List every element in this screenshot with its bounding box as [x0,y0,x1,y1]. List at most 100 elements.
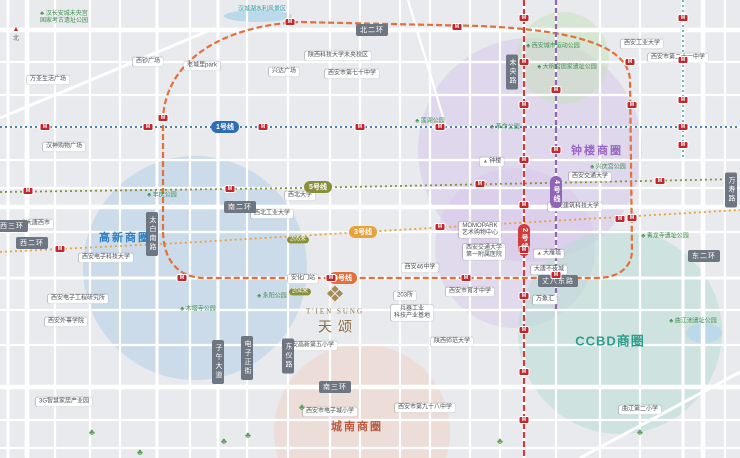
metro-line1-badge: 1号线 [211,121,239,133]
compass: ▲ 北 [6,26,26,42]
tree-icon: ♣ [137,447,143,457]
metro-station-icon: M [677,96,689,104]
metro-station-icon: M [518,58,530,66]
park-label: 永阳公园 [257,293,287,300]
poi-label: 西北工业大学 [250,209,294,219]
road-label-north-2nd-ring: 北二环 [356,24,388,36]
poi-label: 西安市电子城小学 [302,407,358,417]
district-label: 高新商圈 [99,232,151,244]
metro-station-icon: M [434,223,446,231]
metro-station-icon: M [518,292,530,300]
road-label-wanshou-road: 万寿路 [725,172,737,208]
tree-icon: ♣ [245,430,251,440]
metro-station-icon: M [518,101,530,109]
road-label-south-2nd-ring: 南二环 [224,201,256,213]
park-label: 革命公园 [490,124,520,131]
tree-icon: ♣ [497,436,503,446]
park-label: 大明宫国家遗址公园 [537,64,597,71]
metro-station-name: 安化门站 [287,274,319,284]
poi-label: 大唐西市 [22,219,54,229]
poi-label: 西安市第七十中学 [324,69,380,79]
tree-icon: ♣ [221,436,227,446]
metro-line-5 [0,178,740,193]
metro-station-icon: M [54,245,66,253]
park-label: 木塔寺公园 [180,306,216,313]
metro-line5-badge: 5号线 [304,181,332,193]
road-label-weiyang-road: 未央路 [506,54,518,90]
tree-icon: ♣ [299,402,305,412]
metro-station-icon: M [677,14,689,22]
road-label-west-3rd-ring: 西三环 [0,220,28,232]
metro-station-icon: M [434,123,446,131]
poi-label: 万象汇 [532,295,558,305]
poi-label: 西安高新第五小学 [282,341,338,351]
road-label-south-3rd-ring: 南三环 [319,381,351,393]
sports-park-circle [517,12,609,104]
poi-label: 陕西师范大学 [430,337,474,347]
metro-station-icon: M [677,123,689,131]
metro-line-3 [0,209,740,253]
road-label-west-2nd-ring: 西二环 [16,237,48,249]
poi-label: 万亚生活广场 [26,75,70,85]
poi-label: 西钞广场 [132,57,164,67]
metro-station-icon: M [176,274,188,282]
poi-label: 西安外事学院 [44,317,88,327]
metro-station-icon: M [518,156,530,164]
tree-icon: ♣ [637,427,643,437]
metro-station-icon: M [257,123,269,131]
metro-station-icon: M [677,141,689,149]
metro-station-icon: M [518,246,530,254]
metro-line3-badge: 3号线 [349,226,377,238]
poi-label: 3G智慧家居产业园 [35,397,93,407]
tien-sung-emblem-icon: ❖ [325,281,345,307]
road-label-zhangba-east: 丈八东路 [538,275,578,287]
metro-station-icon: M [677,56,689,64]
road-label-dongyi-road: 东仪路 [282,338,294,374]
metro-station-icon: M [614,215,626,223]
metro-station-icon: M [354,123,366,131]
district-label: 钟楼商圈 [571,145,623,157]
metro-station-icon: M [39,123,51,131]
poi-label: 兴达广场 [268,67,300,77]
metro-station-icon: M [626,101,638,109]
poi-label: 大唐不夜城 [530,265,568,275]
metro-station-icon: M [518,368,530,376]
project-name-cn: 天颂 [317,320,358,336]
metro-station-icon: M [518,416,530,424]
poi-label: 陕西科技大学未央校区 [304,51,372,61]
metro-station-icon: M [518,326,530,334]
metro-station-icon: M [550,271,562,279]
poi-label: 西安工业大学 [620,39,664,49]
metro-station-icon: M [325,274,337,282]
chengnan-district-circle [274,344,450,458]
metro-station-icon: M [626,214,638,222]
landmark-label: 大雁塔 [533,249,565,259]
metro-station-icon: M [451,23,463,31]
road-label-ziwu-avenue: 子午大道 [212,340,224,384]
metro-station-icon: M [142,123,154,131]
metro-station-icon: M [518,201,530,209]
poi-label: 老城里park [184,61,220,71]
poi-label: 西安交通大学 第一附属医院 [462,243,506,261]
road-label-taibai-south: 太白南路 [146,212,158,256]
landmark-label: 钟楼 [479,157,505,167]
poi-label: MOMOPARK 艺术购物中心 [458,221,502,239]
poi-label: 西安电子科技大学 [78,253,134,263]
poi-label: 汉神购物广场 [42,142,86,152]
park-label: 青龙寺遗址公园 [641,233,689,240]
poi-label: 西北大学 [284,191,316,201]
metro-station-icon: M [474,180,486,188]
project-logo: ❖ T'IEN SUNG 天颂 [306,281,364,337]
metro-line4-badge: 4号线 [550,176,562,208]
height-label: 205米 [286,236,310,244]
metro-station-icon: M [654,177,666,185]
poi-label: 西安市第九十八中学 [394,403,456,413]
metro-line-8 [161,20,634,280]
road-label-dianzi-street: 电子正街 [241,336,253,380]
park-label: 曲江池遗址公园 [669,318,717,325]
poi-label: 兵器工业 科技产业基地 [390,304,434,322]
poi-label: 西安电子工程研究所 [47,294,109,304]
